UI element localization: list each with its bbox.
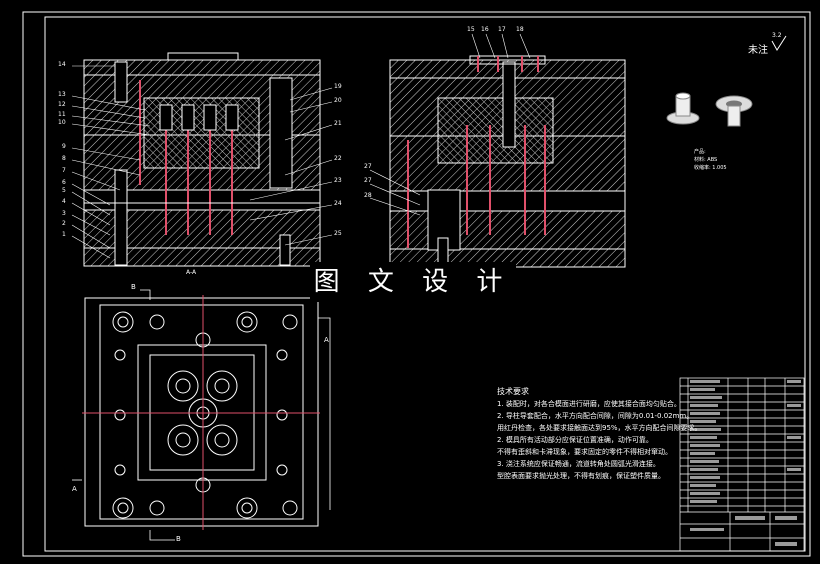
callout: 11 bbox=[58, 111, 66, 118]
callout: 19 bbox=[334, 83, 342, 90]
callout: 24 bbox=[334, 200, 342, 207]
callout: 6 bbox=[62, 179, 66, 186]
leader-lines-right bbox=[369, 33, 531, 216]
technical-requirements: 技术要求 1. 装配时，对各合模面进行研磨，应使其接合面均匀贴合。 2. 导柱导… bbox=[497, 386, 702, 482]
callout: 13 bbox=[58, 91, 66, 98]
roughness-value: 3.2 bbox=[772, 32, 782, 39]
outer-frame bbox=[22, 11, 811, 557]
note-label: 未注 bbox=[748, 45, 768, 56]
inner-frame bbox=[44, 16, 806, 552]
title-block-text-marks bbox=[690, 380, 801, 546]
section-marker: A bbox=[72, 485, 77, 493]
section-view-left bbox=[83, 52, 321, 267]
callout: 22 bbox=[334, 155, 342, 162]
tech-line: 不得有歪斜和卡滞现象，要求固定的零件不得相对窜动。 bbox=[497, 448, 672, 456]
callout: 4 bbox=[62, 198, 66, 205]
part-info: 产品: 材料: ABS 收缩率: 1.005 bbox=[694, 148, 727, 172]
part-shrinkage: 收缩率: 1.005 bbox=[694, 165, 727, 171]
tech-line: 1. 装配时，对各合模面进行研磨，应使其接合面均匀贴合。 bbox=[497, 400, 681, 408]
callout: 14 bbox=[58, 61, 66, 68]
callout: 5 bbox=[62, 187, 66, 194]
callout: 20 bbox=[334, 97, 342, 104]
title-overlay: 图 文 设 计 bbox=[310, 262, 516, 302]
callout: 23 bbox=[334, 177, 342, 184]
tech-line: 2. 模具所有活动部分应保证位置准确，动作可靠。 bbox=[497, 436, 653, 444]
tech-line: 型腔表面要求抛光处理，不得有划痕，保证塑件质量。 bbox=[497, 472, 665, 480]
callout: 27 bbox=[364, 177, 372, 184]
product-view-left bbox=[666, 92, 700, 125]
callout: 27 bbox=[364, 163, 372, 170]
section-marker: B bbox=[176, 535, 181, 543]
center-lines bbox=[82, 295, 320, 530]
roughness-symbol bbox=[771, 35, 787, 51]
callout: 1 bbox=[62, 231, 66, 238]
callout: 3 bbox=[62, 210, 66, 217]
product-view-right bbox=[715, 95, 753, 127]
callout: 8 bbox=[62, 155, 66, 162]
callout: 2 bbox=[62, 220, 66, 227]
callout: 28 bbox=[364, 192, 372, 199]
title-block bbox=[679, 377, 805, 552]
callout: 18 bbox=[516, 26, 524, 33]
callout: 21 bbox=[334, 120, 342, 127]
callout: 25 bbox=[334, 230, 342, 237]
tech-line: 2. 导柱导套配合，水平方向配合间隙，间隙为0.01-0.02mm。 bbox=[497, 412, 694, 420]
tech-line: 3. 浇注系统应保证畅通，流道转角处圆弧光滑连接。 bbox=[497, 460, 660, 468]
callout: 12 bbox=[58, 101, 66, 108]
tech-heading: 技术要求 bbox=[497, 387, 529, 396]
callout: 7 bbox=[62, 167, 66, 174]
part-material: 材料: ABS bbox=[694, 157, 718, 163]
part-name: 产品: bbox=[694, 149, 706, 155]
leader-lines-left bbox=[71, 65, 333, 259]
plan-view bbox=[84, 297, 319, 527]
tech-line: 用红丹检查，各处要求接触面达到95%，水平方向配合间隙要求。 bbox=[497, 424, 702, 432]
section-marker: B bbox=[131, 283, 136, 291]
section-label-left: A-A bbox=[186, 269, 197, 276]
callout: 10 bbox=[58, 119, 66, 126]
callout: 17 bbox=[498, 26, 506, 33]
callout: 16 bbox=[481, 26, 489, 33]
callout: 9 bbox=[62, 143, 66, 150]
callout: 15 bbox=[467, 26, 475, 33]
section-view-right bbox=[389, 55, 626, 268]
section-marker: A bbox=[324, 336, 329, 344]
section-cut-lines bbox=[72, 289, 331, 541]
